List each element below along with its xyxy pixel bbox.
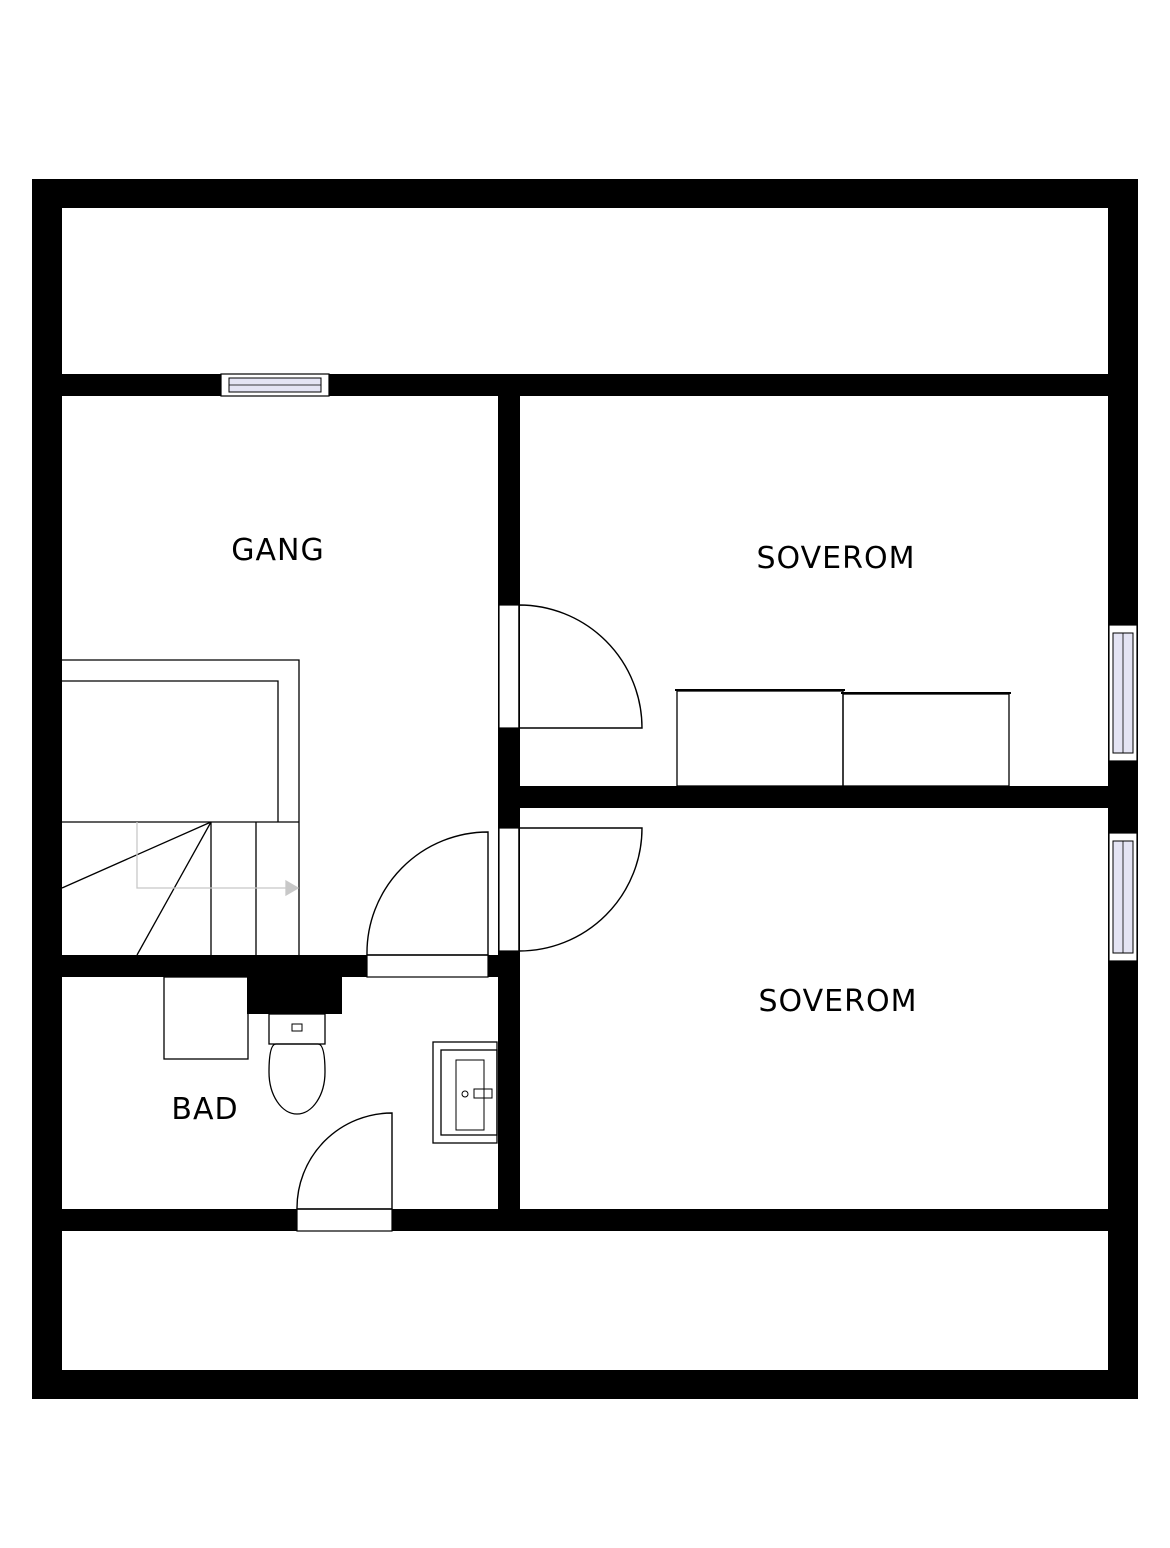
windows (220, 373, 1138, 962)
stair-railing (62, 659, 300, 955)
stair-landing (62, 680, 279, 822)
wall-between-bedrooms (520, 786, 1138, 808)
door-swing-bad-entry (296, 1112, 393, 1210)
window-gang-top (220, 373, 330, 397)
wardrobe (676, 690, 844, 787)
door-swings (296, 604, 643, 1210)
wall-upper-horizontal (32, 374, 1138, 396)
room-label-gang: GANG (231, 533, 324, 568)
door-swing-gang-bad (366, 831, 489, 956)
door-opening-bad-top (367, 955, 488, 977)
washing-machine (163, 976, 249, 1060)
room-label-bad: BAD (171, 1092, 238, 1127)
bathroom-fixtures (163, 976, 498, 1144)
door-opening-bad-bottom (297, 1209, 392, 1231)
stair-direction-arrow (136, 822, 300, 897)
wardrobes (675, 689, 1011, 787)
door-swing-soverom-upper (518, 604, 643, 729)
room-label-soverom-lower: SOVEROM (759, 984, 918, 1019)
toilet (268, 1013, 326, 1115)
room-labels: GANG SOVEROM SOVEROM BAD (171, 533, 918, 1127)
door-swing-soverom-lower (518, 827, 643, 952)
door-openings (297, 605, 519, 1231)
door-frames (296, 604, 520, 1232)
door-opening-soverom-upper (499, 605, 519, 728)
wall-lower-horizontal (32, 1209, 1138, 1231)
room-label-soverom-upper: SOVEROM (757, 541, 916, 576)
exterior-wall-top (32, 179, 1138, 208)
wardrobe (842, 693, 1010, 787)
door-opening-soverom-lower (499, 828, 519, 951)
exterior-wall-bottom (32, 1370, 1138, 1399)
window-soverom-lower (1108, 832, 1138, 962)
staircase (61, 659, 300, 956)
wall-center-vertical (498, 396, 520, 1209)
sink (432, 1041, 498, 1144)
chimney-block (247, 977, 342, 1014)
window-soverom-upper (1108, 624, 1138, 762)
